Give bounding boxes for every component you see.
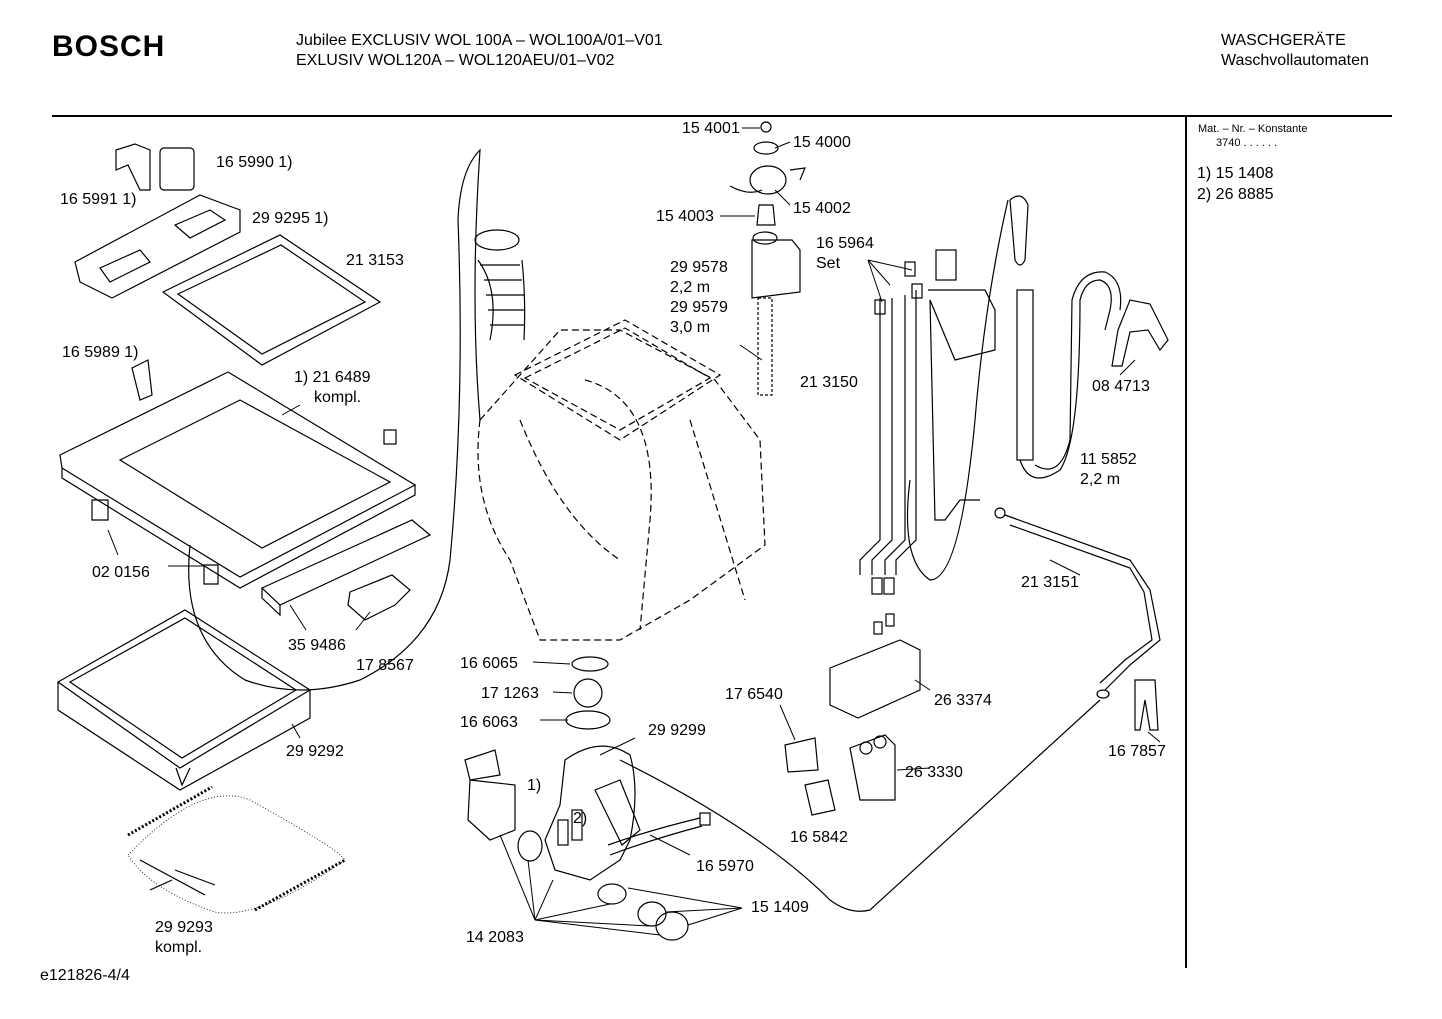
part-label: 29 9299 <box>648 722 706 739</box>
part-label: 16 5990 1) <box>216 154 293 171</box>
model-line-1: Jubilee EXCLUSIV WOL 100A – WOL100A/01–V… <box>296 32 663 49</box>
springs-drawing <box>127 785 346 914</box>
note-1: 1) 15 1408 <box>1197 165 1274 182</box>
top-panel-drawing <box>59 359 432 621</box>
dispenser-parts-drawing <box>74 143 382 366</box>
part-label: 14 2083 <box>466 929 524 946</box>
category-title: WASCHGERÄTE Waschvollautomaten <box>1221 31 1369 71</box>
part-label: 17 1263 <box>481 685 539 702</box>
part-label: 16 6065 <box>460 655 518 672</box>
drawing-reference: e121826-4/4 <box>40 967 130 984</box>
part-label: 02 0156 <box>92 564 150 581</box>
model-line-2: EXLUSIV WOL120A – WOL120AEU/01–V02 <box>296 52 615 69</box>
part-label: 16 5991 1) <box>60 191 137 208</box>
part-label: 17 8567 <box>356 657 414 674</box>
part-label: 17 6540 <box>725 686 783 703</box>
material-constant-block: Mat. – Nr. – Konstante 3740 . . . . . . <box>1198 122 1307 150</box>
washing-tub-drawing <box>477 319 766 641</box>
part-label: 15 4001 <box>682 120 740 137</box>
constant-heading: Mat. – Nr. – Konstante <box>1198 123 1308 135</box>
part-label: 16 5989 1) <box>62 344 139 361</box>
part-label: 15 4002 <box>793 200 851 217</box>
hose-loop-outline <box>188 148 481 691</box>
part-label: 21 3151 <box>1021 574 1079 591</box>
part-label: 26 3330 <box>905 764 963 781</box>
note-2: 2) 26 8885 <box>1197 186 1274 203</box>
part-label: 1) <box>527 777 542 794</box>
part-label: 16 5970 <box>696 858 754 875</box>
part-label: 2) <box>573 810 588 827</box>
part-label: 21 3150 <box>800 374 858 391</box>
part-label: 29 9295 1) <box>252 210 329 227</box>
part-label: 21 3153 <box>346 252 404 269</box>
fill-hose-drawing <box>729 121 806 396</box>
bellows-drawing <box>474 229 526 341</box>
leader-lines <box>107 127 1161 936</box>
part-label: 35 9486 <box>288 637 346 654</box>
constant-value: 3740 . . . . . . <box>1216 137 1278 149</box>
part-label: 29 9292 <box>286 743 344 760</box>
part-label: 15 4003 <box>656 208 714 225</box>
category-line-2: Waschvollautomaten <box>1221 52 1369 69</box>
valves-drawing <box>784 613 921 816</box>
inlet-pipes-drawing <box>859 195 1169 731</box>
part-label: 16 6063 <box>460 714 518 731</box>
seal-frame-drawing <box>56 609 312 791</box>
part-label: 26 3374 <box>934 692 992 709</box>
brand-logo: BOSCH <box>52 30 166 63</box>
part-label: 16 7857 <box>1108 743 1166 760</box>
model-title: Jubilee EXCLUSIV WOL 100A – WOL100A/01–V… <box>296 31 663 71</box>
drain-pump-drawing <box>464 656 1101 941</box>
category-line-1: WASCHGERÄTE <box>1221 32 1346 49</box>
part-label: 15 1409 <box>751 899 809 916</box>
part-label: 16 5842 <box>790 829 848 846</box>
part-label: 08 4713 <box>1092 378 1150 395</box>
part-label: 15 4000 <box>793 134 851 151</box>
